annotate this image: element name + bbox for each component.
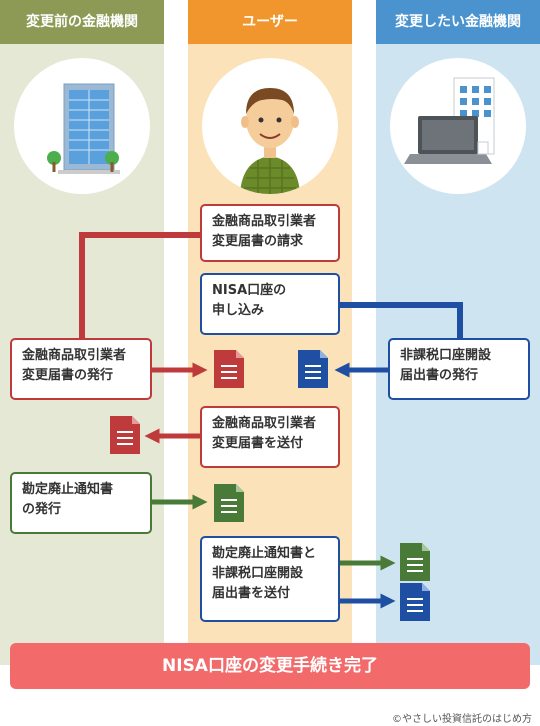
copyright-text: ©やさしい投資信託のはじめ方 [392,714,532,725]
step-text: 届出書を送付 [212,586,291,601]
step-text: 金融商品取引業者 [22,348,127,363]
laptop-building-icon [390,58,526,194]
step-text: 金融商品取引業者 [212,214,317,229]
connector-request-to-issue [79,232,200,338]
connector-apply-to-taxfree [340,302,463,338]
step-send-notice-and-taxfree-form: 勘定廃止通知書と 非課税口座開設 届出書を送付 [200,536,340,622]
document-icon [214,484,244,522]
step-text: 変更届書の請求 [212,234,304,249]
header-before-institution: 変更前の金融機関 [0,0,164,44]
step-text: の発行 [22,502,62,517]
step-issue-taxfree-form: 非課税口座開設 届出書の発行 [388,338,530,400]
header-new-institution: 変更したい金融機関 [376,0,540,44]
header-user: ユーザー [188,0,352,44]
step-text: 金融商品取引業者 [212,416,317,431]
step-text: 非課税口座開設 [400,348,492,363]
step-issue-closure-notice: 勘定廃止通知書 の発行 [10,472,152,534]
step-request-change-form: 金融商品取引業者 変更届書の請求 [200,204,340,262]
completion-banner: NISA口座の変更手続き完了 [10,643,530,689]
step-issue-change-form: 金融商品取引業者 変更届書の発行 [10,338,152,400]
step-text: 申し込み [212,303,265,318]
step-nisa-application: NISA口座の 申し込み [200,273,340,335]
office-building-icon [14,58,150,194]
step-send-change-form: 金融商品取引業者 変更届書を送付 [200,406,340,468]
step-text: 勘定廃止通知書 [22,482,114,497]
document-icon [400,543,430,581]
step-text: 届出書の発行 [400,368,479,383]
step-text: NISA口座の [212,283,287,298]
step-text: 変更届書の発行 [22,368,114,383]
user-avatar-icon [202,58,338,194]
document-icon [400,583,430,621]
step-text: 変更届書を送付 [212,436,304,451]
document-icon [214,350,244,388]
document-icon [298,350,328,388]
document-icon [110,416,140,454]
step-text: 非課税口座開設 [212,566,304,581]
step-text: 勘定廃止通知書と [212,546,317,561]
